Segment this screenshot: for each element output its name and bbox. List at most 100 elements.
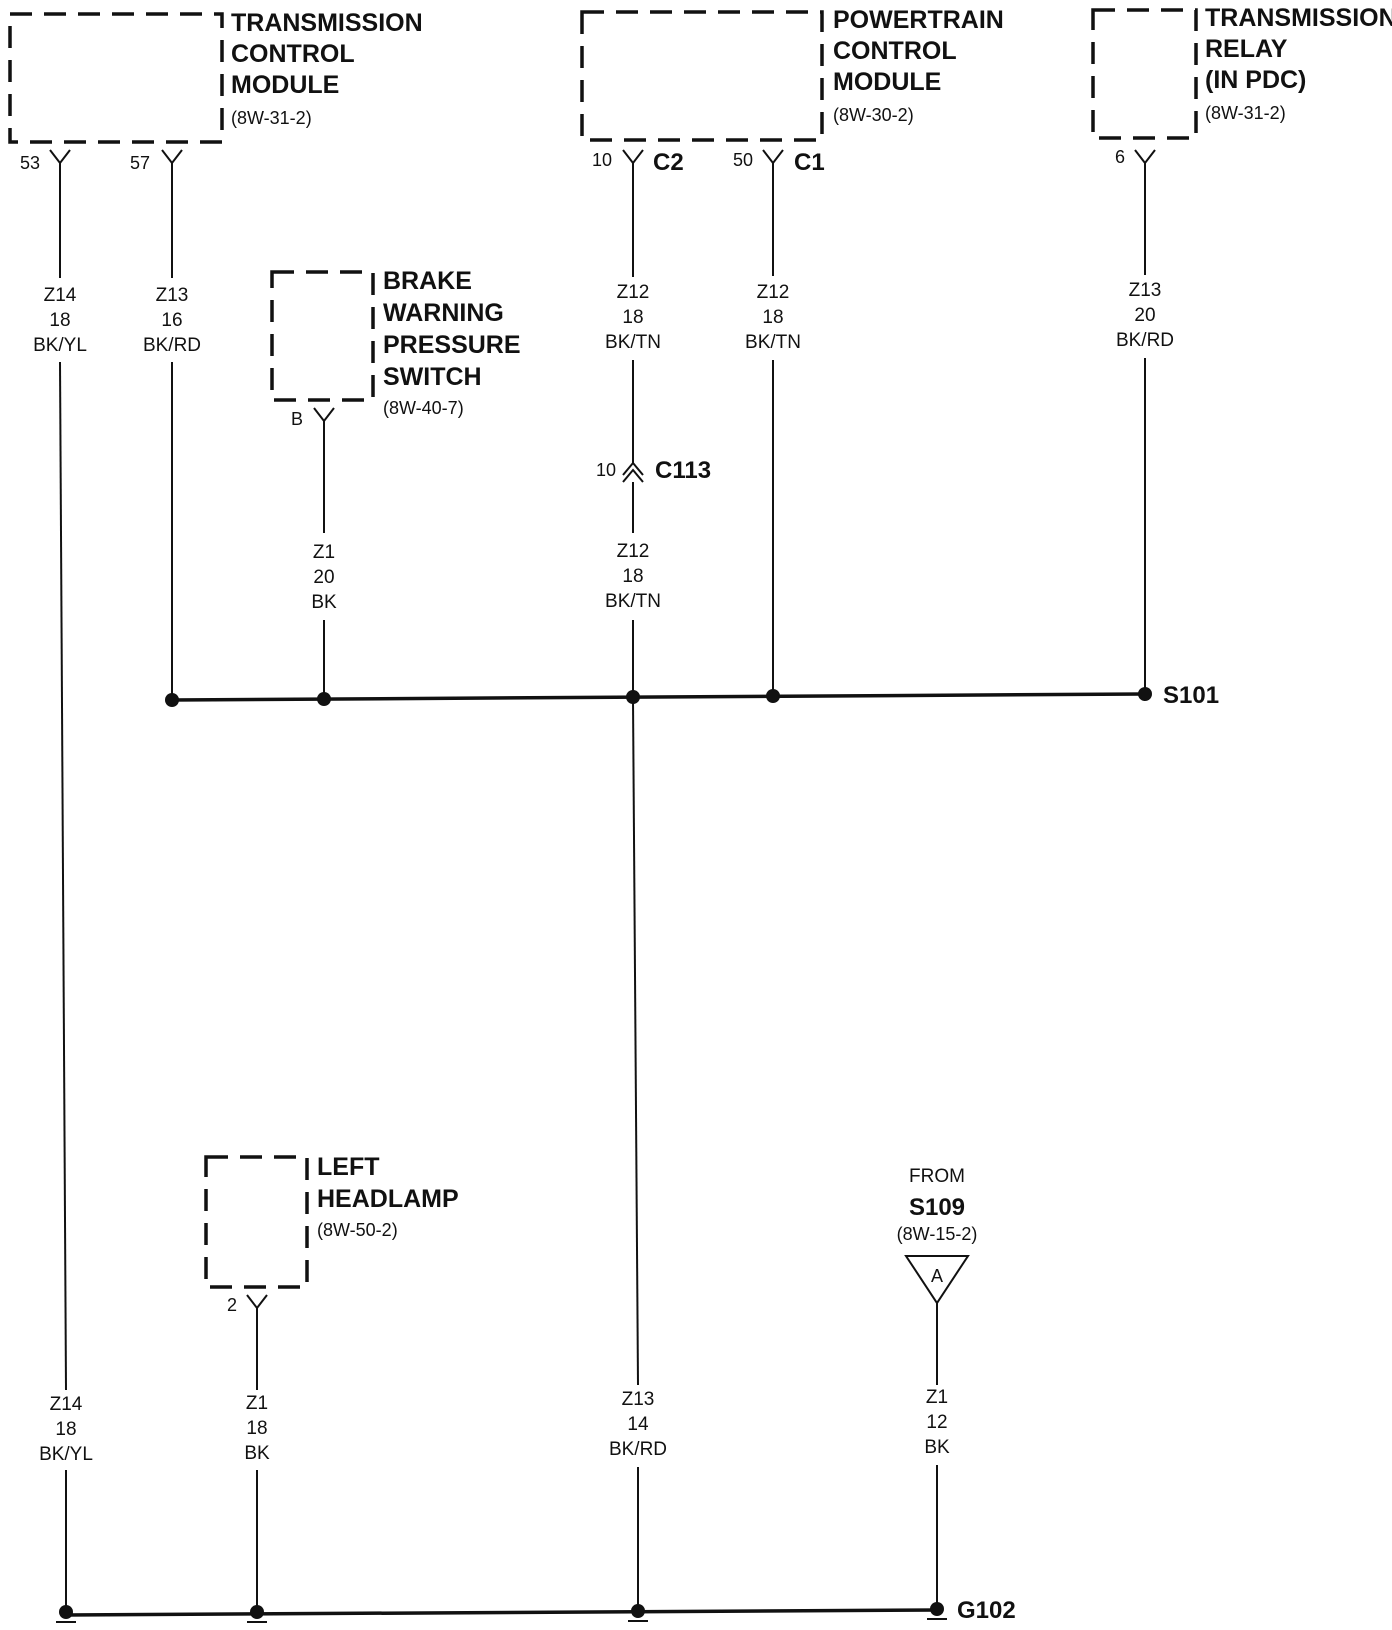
wire-relay6: Z13 20 BK/RD [1116,170,1174,695]
splice-s101-label: S101 [1163,682,1219,709]
connector-c113: 10 C113 [596,457,711,484]
wire-label: BK [311,592,337,613]
splice-s101-bus: S101 [165,682,1219,709]
tcm-reference: (8W-31-2) [231,108,312,128]
pin-headlamp-2-label: 2 [227,1295,237,1315]
transmission-relay: TRANSMISSION RELAY (IN PDC) (8W-31-2) [1091,4,1392,140]
brake-title-line-1: BRAKE [383,267,472,295]
pin-tcm-53: 53 [20,149,71,173]
wire-label: Z12 [757,282,790,303]
ground-eyelet [247,1605,267,1623]
splice-dot [626,690,640,704]
tcm-title-line-3: MODULE [231,71,339,99]
pin-pcm-10: 10 C2 [592,149,684,176]
wire-label: Z14 [50,1394,83,1415]
brake-reference: (8W-40-7) [383,398,464,418]
wire-s101-to-g102: Z13 14 BK/RD [609,699,667,1608]
wire-label: 20 [313,567,334,588]
wire-label: Z1 [926,1387,948,1408]
relay-reference: (8W-31-2) [1205,103,1286,123]
pin-pcm-10-label: 10 [592,150,612,170]
wire-headlamp: Z1 18 BK [244,1315,270,1608]
wire-label: Z1 [313,542,335,563]
wire-label: BK/RD [143,335,201,356]
pcm-reference: (8W-30-2) [833,105,914,125]
wire-tcm57: Z13 16 BK/RD [143,170,201,700]
wire-label: 20 [1134,305,1155,326]
wire-label: Z13 [622,1389,655,1410]
pin-brake-b: B [291,407,335,429]
brake-title-line-2: WARNING [383,299,504,327]
pin-brake-b-label: B [291,409,303,429]
wire-label: BK [244,1443,270,1464]
pin-tcm-53-label: 53 [20,153,40,173]
wire-label: Z12 [617,282,650,303]
splice-dot [317,692,331,706]
wire-label: Z13 [1129,280,1162,301]
brake-warning-pressure-switch: BRAKE WARNING PRESSURE SWITCH (8W-40-7) [270,267,521,418]
brake-title-line-3: PRESSURE [383,331,521,359]
wire-label: 12 [926,1412,947,1433]
wire-label: 18 [762,307,783,328]
pin-pcm-50: 50 C1 [733,149,825,176]
pin-relay-6: 6 [1115,147,1156,170]
wire-pcm50: Z12 18 BK/TN [745,170,801,698]
ground-g102-bus: G102 [56,1597,1016,1624]
wire-label: 18 [622,566,643,587]
brake-title-line-4: SWITCH [383,363,482,391]
wire-label: BK/TN [605,332,661,353]
ground-eyelet [56,1605,76,1623]
relay-title-line-2: RELAY [1205,35,1288,63]
wire-pcm10: Z12 18 BK/TN Z12 18 BK/TN [605,170,661,700]
pin-tcm-57-label: 57 [130,153,150,173]
powertrain-control-module: POWERTRAIN CONTROL MODULE (8W-30-2) [580,6,1004,142]
off-page-connector-triangle [904,1255,970,1305]
ground-eyelet [628,1604,648,1622]
relay-title-line-3: (IN PDC) [1205,66,1306,94]
tcm-title-line-1: TRANSMISSION [231,9,423,37]
pcm-title-line-1: POWERTRAIN [833,6,1004,34]
from-s109-splice: S109 [909,1194,965,1221]
wire-label: 18 [55,1419,76,1440]
from-label: FROM [909,1166,965,1187]
wire-label: 18 [246,1418,267,1439]
wire-label: Z1 [246,1393,268,1414]
wire-label: BK/TN [745,332,801,353]
pcm-title-line-2: CONTROL [833,37,957,65]
pin-tcm-57: 57 [130,149,183,173]
headlamp-title-line-1: LEFT [317,1153,380,1181]
pcm-title-line-3: MODULE [833,68,941,96]
from-s109: FROM S109 (8W-15-2) A [897,1166,978,1305]
splice-dot [766,689,780,703]
wire-from-s109: Z1 12 BK [924,1303,950,1604]
splice-dot [1138,687,1152,701]
pin-relay-6-label: 6 [1115,147,1125,167]
wire-label: BK/YL [33,335,87,356]
wire-label: 18 [49,310,70,331]
relay-title-line-1: TRANSMISSION [1205,4,1392,32]
transmission-control-module: TRANSMISSION CONTROL MODULE (8W-31-2) [8,9,423,144]
wire-label: BK/TN [605,591,661,612]
wire-label: 18 [622,307,643,328]
wire-label: 14 [627,1414,649,1435]
wire-label: 16 [161,310,182,331]
left-headlamp: LEFT HEADLAMP (8W-50-2) [204,1153,459,1289]
wire-label: BK/RD [609,1439,667,1460]
c113-pin-label: 10 [596,460,616,480]
connector-c1: C1 [794,149,825,176]
connector-c2: C2 [653,149,684,176]
headlamp-reference: (8W-50-2) [317,1220,398,1240]
wire-label: Z12 [617,541,650,562]
wire-label: BK [924,1437,950,1458]
splice-dot [165,693,179,707]
c113-label: C113 [655,457,711,484]
pin-pcm-50-label: 50 [733,150,753,170]
from-s109-reference: (8W-15-2) [897,1224,978,1244]
wire-label: Z13 [156,285,189,306]
wire-brake: Z1 20 BK [311,428,337,700]
off-page-connector-letter: A [931,1266,943,1286]
wire-tcm53: Z14 18 BK/YL Z14 18 BK/YL [33,170,93,1608]
wire-label: Z14 [44,285,77,306]
tcm-title-line-2: CONTROL [231,40,355,68]
